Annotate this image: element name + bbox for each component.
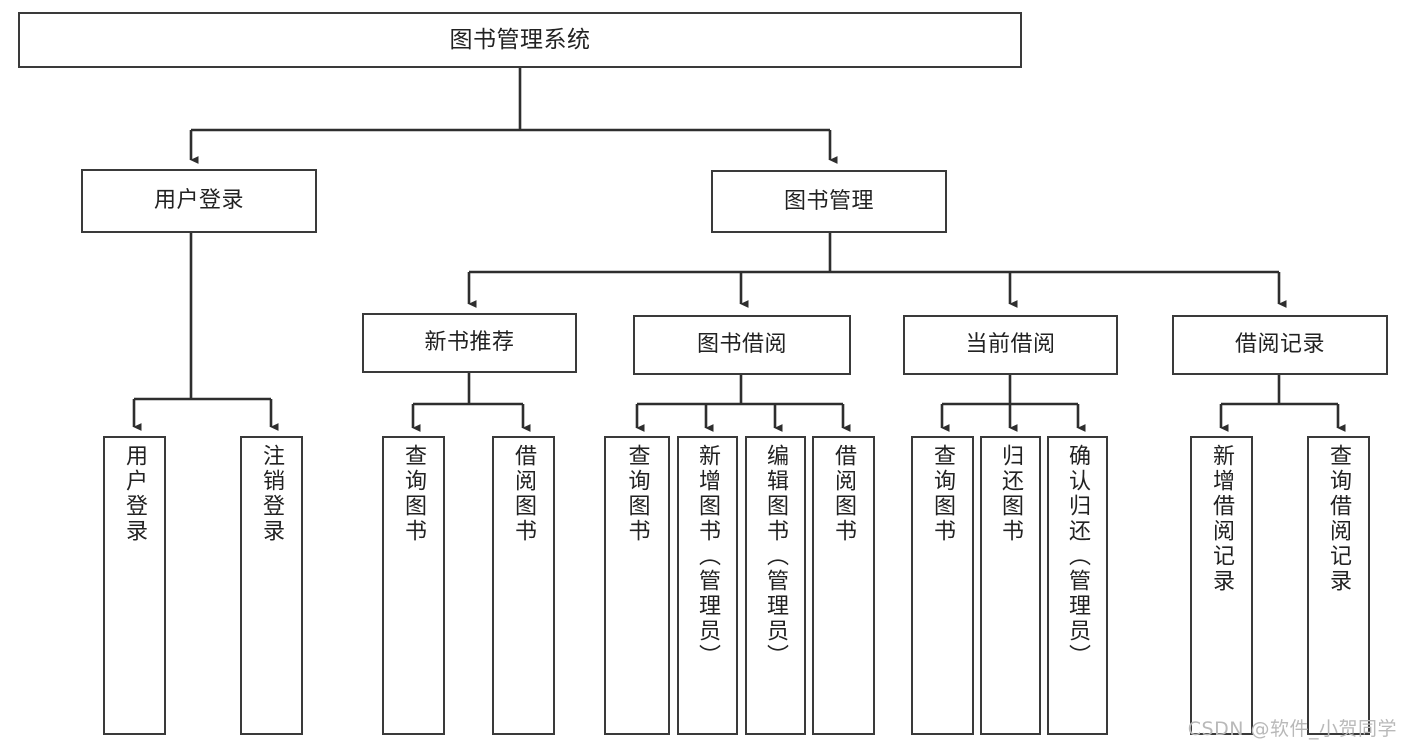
node-label: 图书管理 xyxy=(783,188,874,214)
node-leaf-edit-book-admin[interactable]: 编辑图书（管理员） xyxy=(745,436,806,735)
node-leaf-query-book-current[interactable]: 查询图书 xyxy=(911,436,974,735)
node-borrow-record[interactable]: 借阅记录 xyxy=(1172,315,1388,375)
node-label: 查询图书 xyxy=(930,444,956,544)
node-label: 借阅图书 xyxy=(831,444,857,544)
node-leaf-borrow-book-recommend[interactable]: 借阅图书 xyxy=(492,436,555,735)
node-current-borrow[interactable]: 当前借阅 xyxy=(903,315,1118,375)
node-label: 新增图书（管理员） xyxy=(695,444,721,669)
node-book-management[interactable]: 图书管理 xyxy=(711,170,947,233)
node-leaf-borrow-book[interactable]: 借阅图书 xyxy=(812,436,875,735)
node-label: 查询借阅记录 xyxy=(1326,444,1352,594)
node-label: 查询图书 xyxy=(624,444,650,544)
node-leaf-confirm-return-admin[interactable]: 确认归还（管理员） xyxy=(1047,436,1108,735)
node-leaf-logout[interactable]: 注销登录 xyxy=(240,436,303,735)
node-leaf-query-borrow-record[interactable]: 查询借阅记录 xyxy=(1307,436,1370,735)
node-label: 新增借阅记录 xyxy=(1209,444,1235,594)
node-label: 编辑图书（管理员） xyxy=(763,444,789,669)
node-leaf-return-book[interactable]: 归还图书 xyxy=(980,436,1041,735)
node-leaf-add-borrow-record[interactable]: 新增借阅记录 xyxy=(1190,436,1253,735)
node-label: 新书推荐 xyxy=(424,330,515,356)
node-label: 注销登录 xyxy=(259,444,285,544)
node-label: 归还图书 xyxy=(998,444,1024,544)
node-root-system[interactable]: 图书管理系统 xyxy=(18,12,1022,68)
node-label: 确认归还（管理员） xyxy=(1065,444,1091,669)
node-new-book-recommend[interactable]: 新书推荐 xyxy=(362,313,577,373)
csdn-watermark: CSDN @软件_小贺同学 xyxy=(1187,718,1397,740)
node-label: 用户登录 xyxy=(122,444,148,544)
node-book-borrow[interactable]: 图书借阅 xyxy=(633,315,851,375)
node-leaf-add-book-admin[interactable]: 新增图书（管理员） xyxy=(677,436,738,735)
node-label: 图书借阅 xyxy=(696,332,787,358)
node-leaf-user-login[interactable]: 用户登录 xyxy=(103,436,166,735)
node-label: 查询图书 xyxy=(401,444,427,544)
node-label: 借阅图书 xyxy=(511,444,537,544)
node-leaf-query-book-borrow[interactable]: 查询图书 xyxy=(604,436,670,735)
node-user-login[interactable]: 用户登录 xyxy=(81,169,317,233)
node-leaf-query-book-recommend[interactable]: 查询图书 xyxy=(382,436,445,735)
node-label: 图书管理系统 xyxy=(449,26,591,53)
node-label: 当前借阅 xyxy=(965,332,1056,358)
node-label: 借阅记录 xyxy=(1234,332,1325,358)
node-label: 用户登录 xyxy=(153,188,244,214)
